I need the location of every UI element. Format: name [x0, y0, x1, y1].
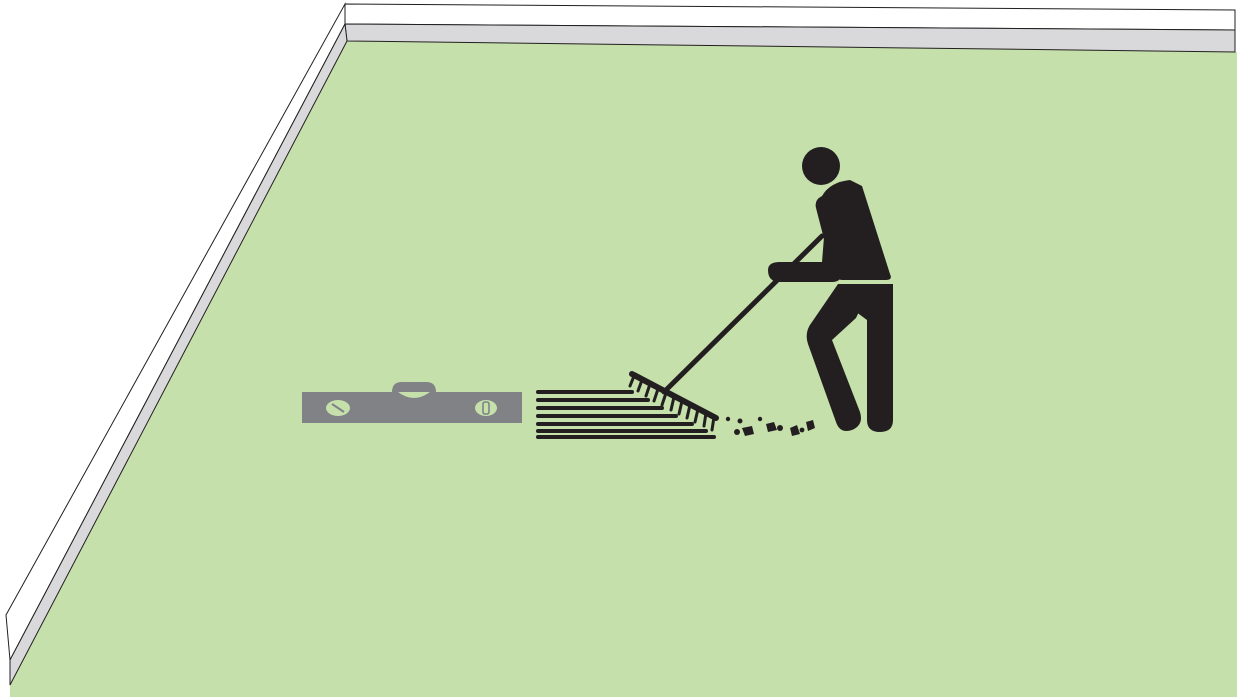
rake-tooth: [704, 413, 706, 426]
soil-clump: [726, 417, 730, 421]
level-top-vial-cap: [392, 382, 436, 392]
soil-clump: [758, 417, 762, 421]
soil-clump: [777, 425, 783, 431]
worker-head: [802, 147, 840, 185]
soil-clump: [738, 419, 743, 424]
soil-clump: [800, 428, 805, 433]
rake-tooth: [712, 417, 714, 430]
soil-clump: [734, 429, 740, 435]
ground-surface: [10, 41, 1237, 697]
